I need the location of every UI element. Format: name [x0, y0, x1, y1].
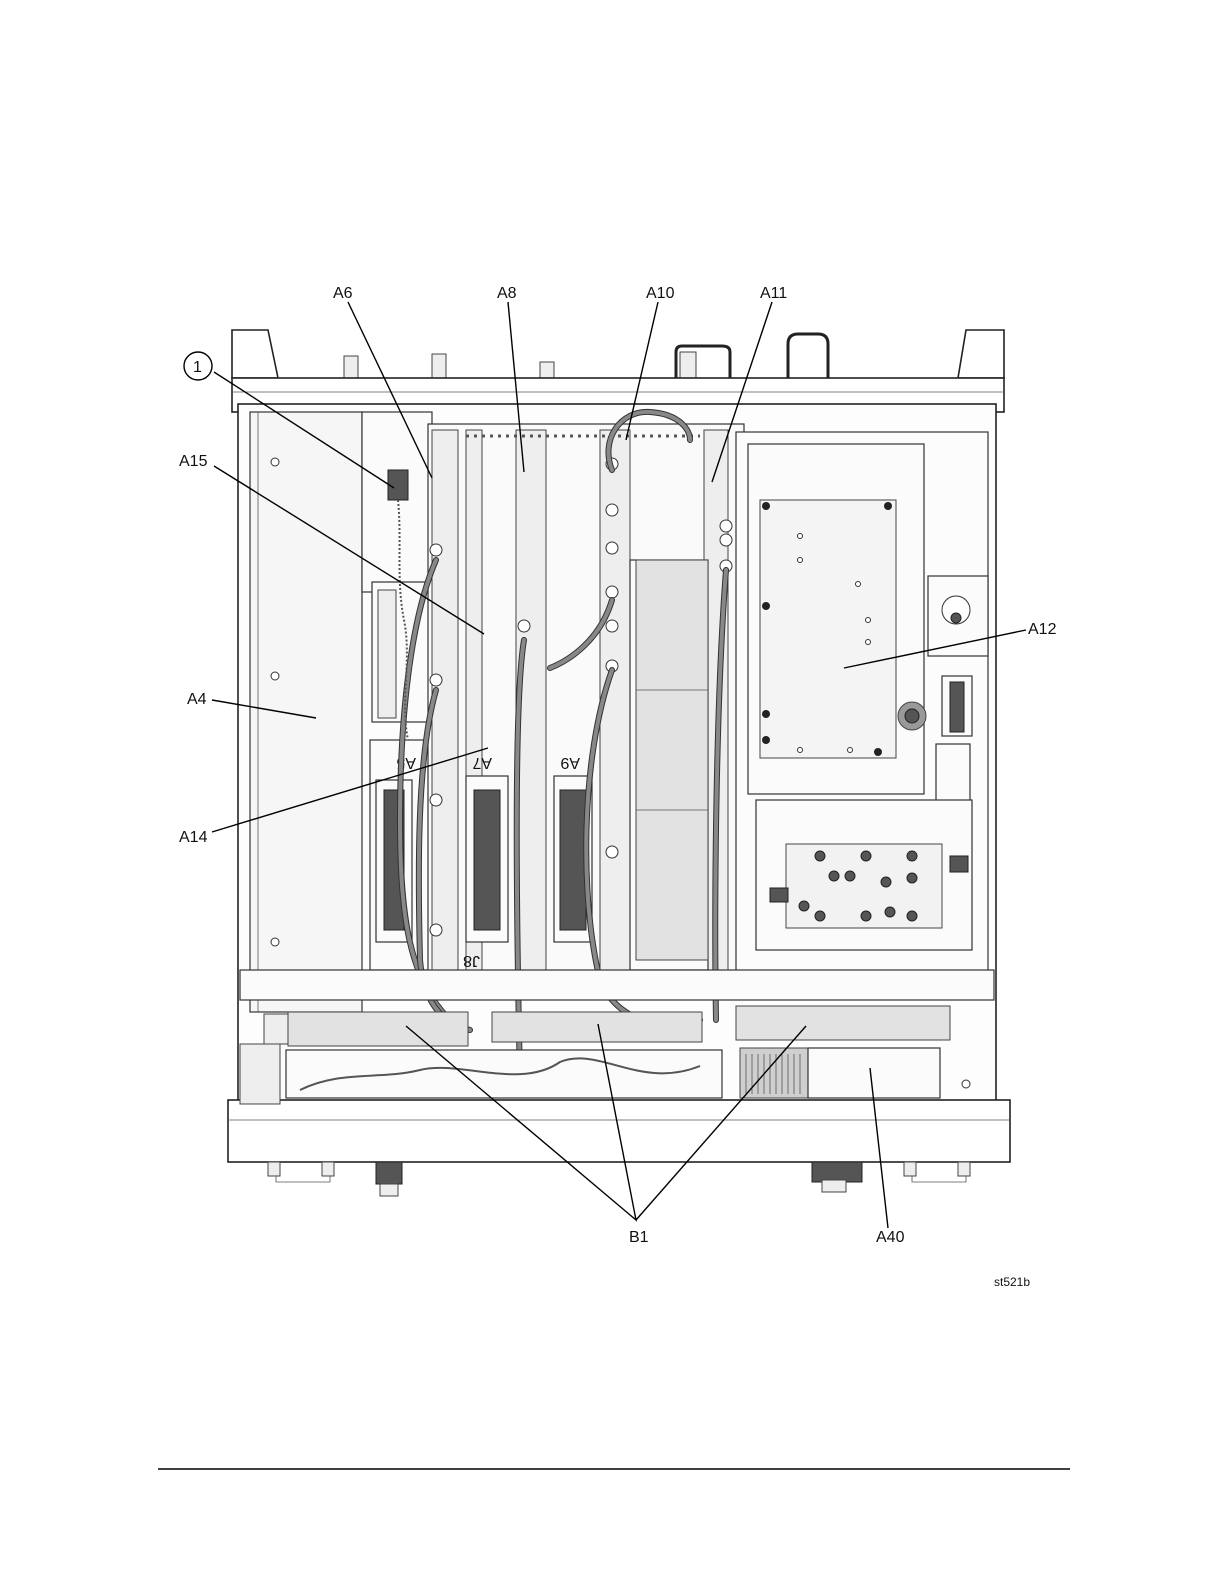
callout-a15: A15 — [179, 453, 208, 470]
b1-fan-area — [240, 970, 994, 1098]
callout-b1: B1 — [629, 1229, 649, 1246]
figure-id: st521b — [994, 1275, 1030, 1289]
board-mark-a7: A7 — [472, 754, 492, 771]
callout-a12: A12 — [1028, 621, 1057, 638]
callout-a11: A11 — [760, 285, 787, 302]
callout-a10: A10 — [646, 285, 675, 302]
callout-a6: A6 — [333, 285, 353, 302]
a12-module — [736, 432, 988, 972]
board-mark-j8: J8 — [463, 952, 480, 969]
callout-a40: A40 — [876, 1229, 905, 1246]
callout-item1: 1 — [193, 359, 202, 376]
callout-a4: A4 — [187, 691, 207, 708]
board-mark-a9: A9 — [560, 754, 580, 771]
callout-a8: A8 — [497, 285, 517, 302]
callout-a14: A14 — [179, 829, 208, 846]
